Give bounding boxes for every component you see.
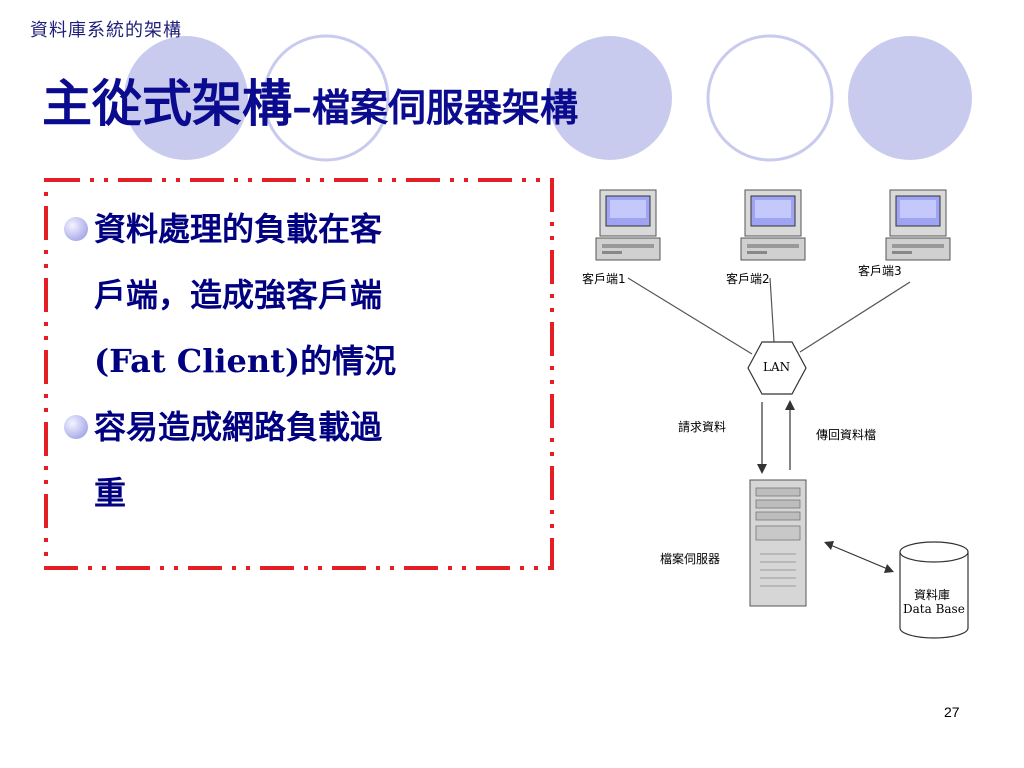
arrow-request-head [757,464,767,474]
frame-border [44,178,554,570]
computer-3-icon [885,189,951,261]
slide-header: 資料庫系統的架構 [30,20,182,41]
bullet-dot-icon [64,415,88,439]
deco-circle-1 [124,36,248,160]
title-main: 主從式架構 [42,74,292,133]
network-diagram: 客戶端1 客戶端2 客戶端3 LAN 請求資料 傳回資料檔 檔案伺服器 資料庫 … [560,170,1000,650]
arrow-response-head [785,400,795,410]
arrow-server-end [824,541,834,550]
computer-1-icon [595,189,661,261]
lan-hexagon [747,341,807,395]
bullet-1-line-2: 戶端，造成強客戶端 [94,276,383,314]
server-label: 檔案伺服器 [660,552,721,566]
diagram-graphics [595,189,969,639]
bullet-2-line-2: 重 [94,474,127,512]
response-label: 傳回資料檔 [816,428,877,442]
client-3-label: 客戶端3 [858,264,902,278]
database-label-en: Data Base [903,602,965,616]
deco-circle-3 [548,36,672,160]
bullet-1-line-1: 資料處理的負載在客 [94,210,383,248]
title-dash: – [292,84,312,131]
page-number: 27 [944,704,960,720]
database-icon [899,541,969,639]
client-2-label: 客戶端2 [726,272,770,286]
server-icon [749,479,807,607]
title-sub: 檔案伺服器架構 [312,85,579,130]
deco-circle-4 [706,34,834,162]
link-client2-lan [769,277,775,343]
bullet-dot-icon [64,217,88,241]
slide-title: 主從式架構–檔案伺服器架構 [42,64,578,136]
deco-circle-2 [262,34,390,162]
deco-circle-5 [848,36,972,160]
bullet-frame [44,178,554,570]
bullet-1-line-3: (Fat Client)的情況 [94,342,397,380]
arrow-database-end [884,564,894,573]
client-1-label: 客戶端1 [582,272,626,286]
link-client3-lan [799,281,911,353]
link-client1-lan [627,277,753,355]
bullet-list: 資料處理的負載在客 戶端，造成強客戶端 (Fat Client)的情況 容易造成… [62,196,512,526]
decorative-circles [124,34,972,162]
bullet-item-2: 容易造成網路負載過 重 [62,394,512,526]
computer-2-icon [740,189,806,261]
bullet-2-line-1: 容易造成網路負載過 [94,408,383,446]
database-label-cn: 資料庫 [914,588,951,602]
bullet-item-1: 資料處理的負載在客 戶端，造成強客戶端 (Fat Client)的情況 [62,196,512,394]
request-label: 請求資料 [678,420,727,434]
arrow-server-database [827,543,891,571]
lan-label: LAN [763,360,791,374]
